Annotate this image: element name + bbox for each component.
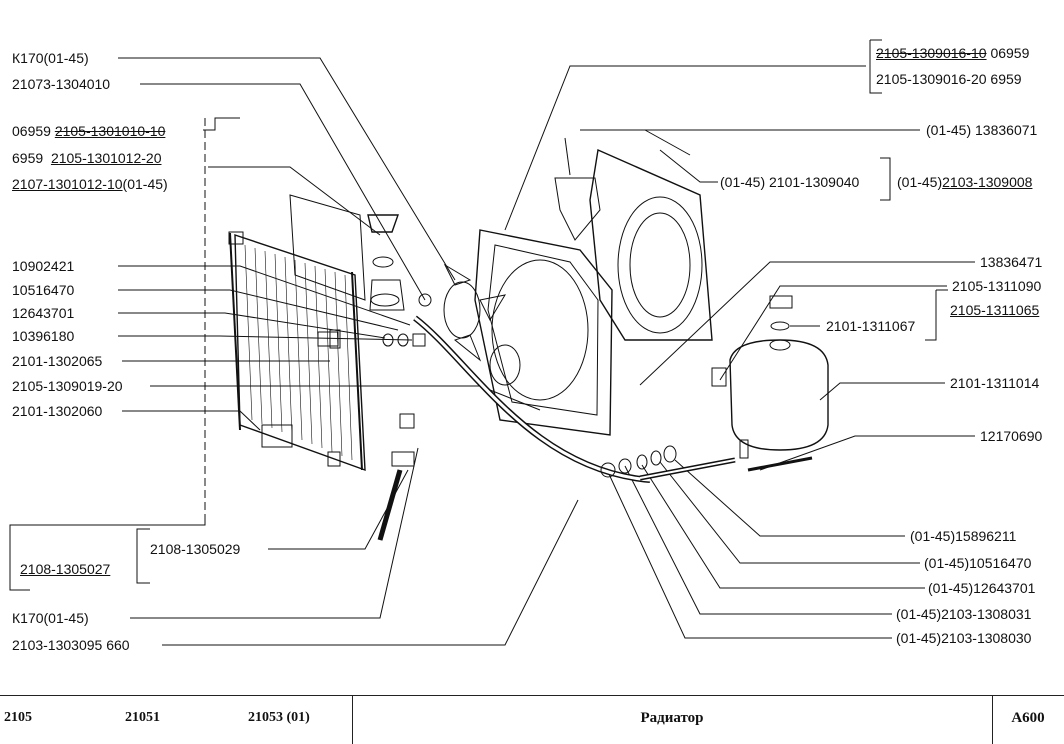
footer-title: Радиатор [640, 710, 704, 726]
label-10516470: 10516470 [12, 282, 75, 298]
leader-lines-right [504, 39, 975, 639]
label-13836071: (01-45) 13836071 [926, 122, 1038, 138]
footer-divider [992, 696, 993, 744]
label-2105-1309019-20: 2105-1309019-20 [12, 378, 123, 394]
leader-lines-left [9, 57, 579, 646]
label-2101-1311014: 2101-1311014 [950, 375, 1040, 391]
label-2103-1303095: 2103-1303095 660 [12, 637, 130, 653]
label-2107-1301012-10: 2107-1301012-10(01-45) [12, 176, 168, 192]
label-2101-1311067: 2101-1311067 [826, 318, 916, 334]
label-12170690: 12170690 [980, 428, 1043, 444]
footer-divider [352, 696, 353, 744]
label-15896211: (01-45)15896211 [910, 528, 1017, 544]
expansion-tank [711, 295, 829, 472]
label-2101-1302065: 2101-1302065 [12, 353, 103, 369]
label-2105-1309016-20: 2105-1309016-20 6959 [876, 71, 1022, 87]
diagram-drawing [9, 39, 975, 646]
label-2103-1309008: (01-45)2103-1309008 [897, 174, 1033, 190]
radiator [228, 194, 366, 472]
label-10396180: 10396180 [12, 328, 75, 344]
label-10902421: 10902421 [12, 258, 75, 274]
label-k170-bottom: К170(01-45) [12, 610, 89, 626]
footer-model-21053: 21053 (01) [248, 710, 310, 725]
label-2105-1301012-20: 2105-1301012-20 [50, 150, 162, 166]
footer-page-code: A600 [1011, 710, 1045, 726]
label-2105-1311090: 2105-1311090 [952, 278, 1042, 294]
fan-shroud [474, 229, 613, 436]
fan [443, 263, 521, 386]
label-06959: 06959 2105-1301010-10 [12, 123, 166, 139]
label-2105-1309016-10: 2105-1309016-10 06959 [876, 45, 1030, 61]
label-2108-1305027: 2108-1305027 [20, 561, 111, 577]
label-2101-1309040: (01-45) 2101-1309040 [720, 174, 860, 190]
label-2105-1301010-10: 2105-1301010-10 [54, 123, 166, 139]
label-k170-top: К170(01-45) [12, 50, 89, 66]
footer-model-2105: 2105 [4, 710, 32, 725]
label-13836471: 13836471 [980, 254, 1043, 270]
label-2101-1302060: 2101-1302060 [12, 403, 103, 419]
footer-model-21051: 21051 [125, 710, 160, 725]
label-2103-1308031: (01-45)2103-1308031 [896, 606, 1032, 622]
fan-housing [554, 148, 713, 341]
radiator-diagram [9, 39, 975, 646]
label-6959: 6959 2105-1301012-20 [12, 150, 162, 166]
catalog-footer: 2105 21051 21053 (01) Радиатор A600 [0, 695, 1064, 744]
fittings [261, 129, 736, 541]
label-21073-1304010: 21073-1304010 [12, 76, 111, 92]
label-2103-1308030: (01-45)2103-1308030 [896, 630, 1032, 646]
label-12643701-right: (01-45)12643701 [928, 580, 1036, 596]
label-2108-1305029: 2108-1305029 [150, 541, 241, 557]
label-12643701: 12643701 [12, 305, 75, 321]
label-10516470-right: (01-45)10516470 [924, 555, 1032, 571]
label-2105-1311065: 2105-1311065 [950, 302, 1040, 318]
